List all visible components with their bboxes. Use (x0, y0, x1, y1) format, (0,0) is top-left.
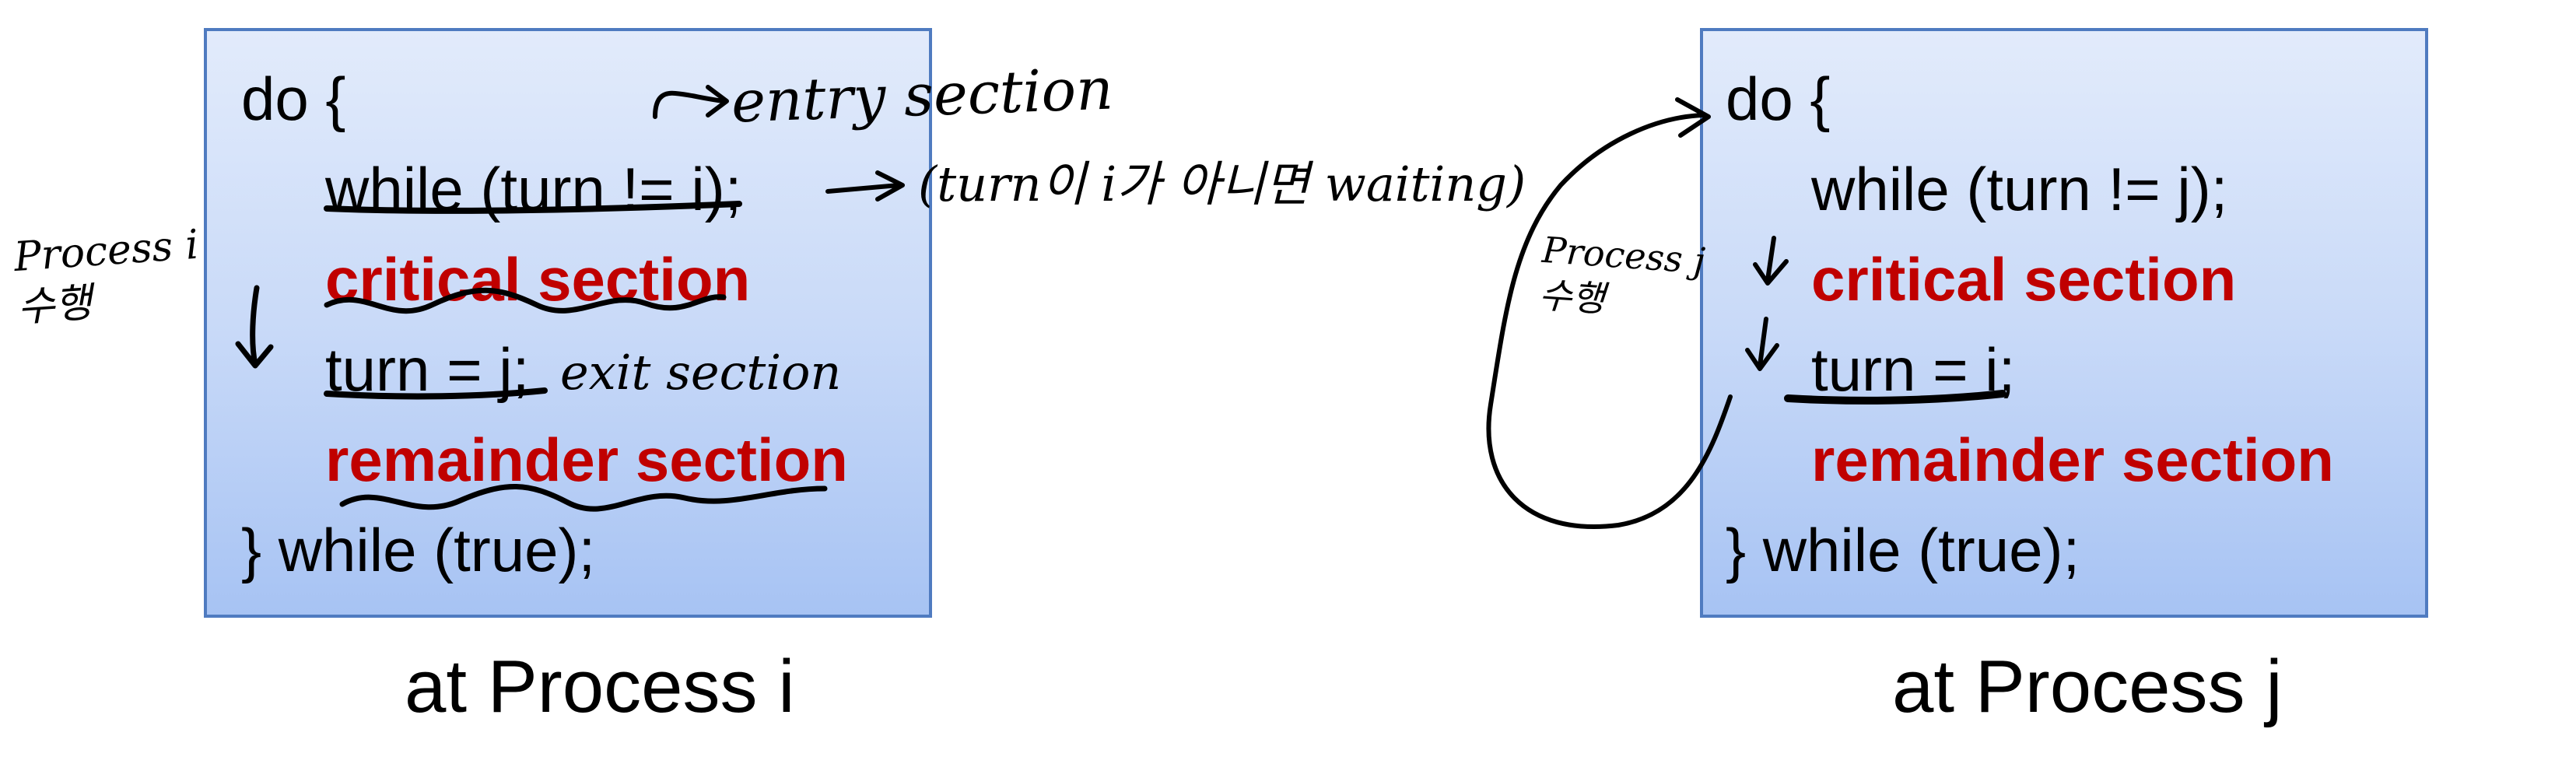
process-i-remainder-section: remainder section (325, 426, 848, 494)
exit-section-note: exit section (560, 344, 842, 401)
process-j-while-line: } while (true); (1726, 516, 2080, 584)
entry-section-note: entry section (730, 55, 1115, 136)
process-j-caption: at Process j (1892, 645, 2283, 728)
turn-waiting-note: (turn이 i가 아니면 waiting) (918, 156, 1526, 212)
process-i-execution-note: Process i 수행 (12, 221, 201, 331)
process-j-critical-section: critical section (1811, 245, 2237, 314)
process-j-do-line: do { (1726, 65, 1831, 133)
process-i-entry-line: while (turn != i); (325, 155, 742, 223)
process-j-execution-note: Process j 수행 (1537, 228, 1707, 320)
process-j-code-box (1700, 28, 2428, 618)
process-j-remainder-section: remainder section (1811, 426, 2334, 494)
process-j-exit-line: turn = i; (1811, 335, 2016, 404)
process-i-critical-section: critical section (325, 245, 751, 314)
process-i-exit-line: turn = j; (325, 335, 530, 404)
process-i-do-line: do { (241, 65, 346, 133)
process-i-code-box (204, 28, 932, 618)
process-i-caption: at Process i (405, 645, 795, 728)
process-i-while-line: } while (true); (241, 516, 596, 584)
process-j-entry-line: while (turn != j); (1811, 155, 2228, 223)
